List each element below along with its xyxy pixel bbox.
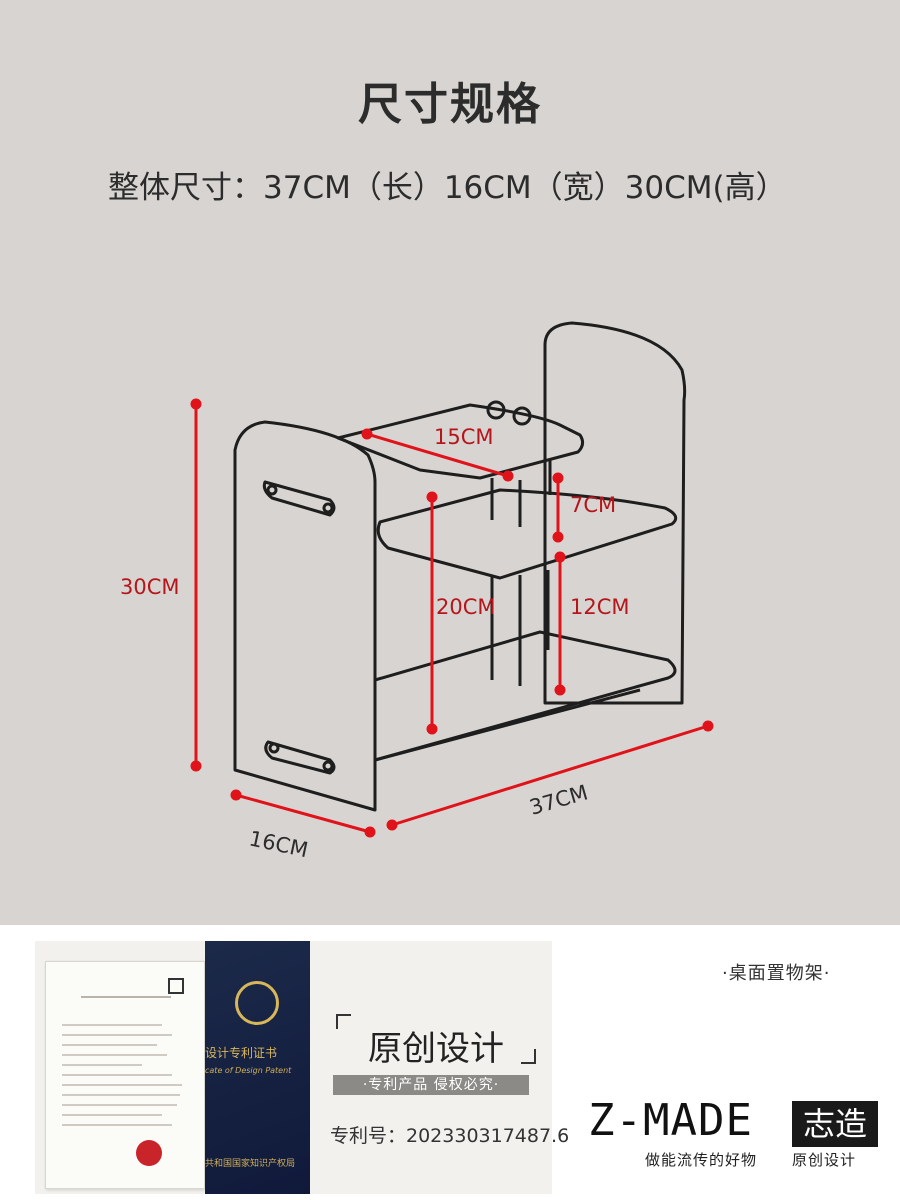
certificate-document-image (45, 961, 205, 1189)
left-side-panel (233, 420, 377, 812)
brand-cn-logo: 志造 (792, 1101, 878, 1147)
depth-label: 16CM (247, 826, 310, 862)
product-tag: ·桌面置物架· (722, 963, 831, 984)
patent-strip: ·专利产品 侵权必究· (333, 1075, 529, 1095)
knob (512, 406, 532, 426)
page-title: 尺寸规格 (358, 79, 542, 130)
national-emblem-icon (235, 981, 279, 1025)
shelf-dimension-drawing: 30CM 16CM 37CM 15CM 7CM 20CM 12CM (120, 321, 714, 862)
shelf-height-label: 20CM (436, 595, 496, 619)
original-design-box: 原创设计 (335, 1013, 537, 1069)
overall-size-text: 整体尺寸：37CM（长）16CM（宽）30CM(高） (108, 170, 787, 206)
bottom-shelf (374, 630, 677, 762)
footer-area: 设计专利证书 cate of Design Patent 共和国国家知识产权局 … (0, 925, 900, 1200)
patent-number: 专利号：202330317487.6 (330, 1125, 570, 1147)
right-side-panel (543, 321, 687, 705)
brand-slogan: 做能流传的好物 (645, 1151, 758, 1169)
top-shelf (336, 403, 585, 480)
certificate-cover-image: 设计专利证书 cate of Design Patent 共和国国家知识产权局 (205, 941, 310, 1194)
cover-title: 设计专利证书 (205, 1046, 278, 1060)
patent-banner: 设计专利证书 cate of Design Patent 共和国国家知识产权局 … (35, 941, 569, 1194)
lower-gap-label: 12CM (570, 595, 630, 619)
brand-slogan-secondary: 原创设计 (792, 1151, 857, 1169)
spec-panel: 尺寸规格 整体尺寸：37CM（长）16CM（宽）30CM(高） (0, 0, 900, 925)
shelf-depth-label: 15CM (434, 425, 494, 449)
corner-brackets (336, 1014, 536, 1064)
length-label: 37CM (527, 780, 591, 819)
knob (486, 400, 506, 420)
brand-logo-text: Z-MADE (588, 1095, 753, 1146)
middle-shelf (376, 488, 678, 580)
cover-bottom-text: 共和国国家知识产权局 (205, 1159, 296, 1169)
qr-code-icon (168, 978, 184, 994)
original-design-text: 原创设计 (368, 1029, 504, 1069)
cover-subtitle: cate of Design Patent (205, 1066, 292, 1075)
upper-gap-label: 7CM (570, 493, 616, 517)
handle-slot (262, 480, 336, 517)
seal-icon (136, 1140, 162, 1166)
height-label: 30CM (120, 575, 180, 599)
